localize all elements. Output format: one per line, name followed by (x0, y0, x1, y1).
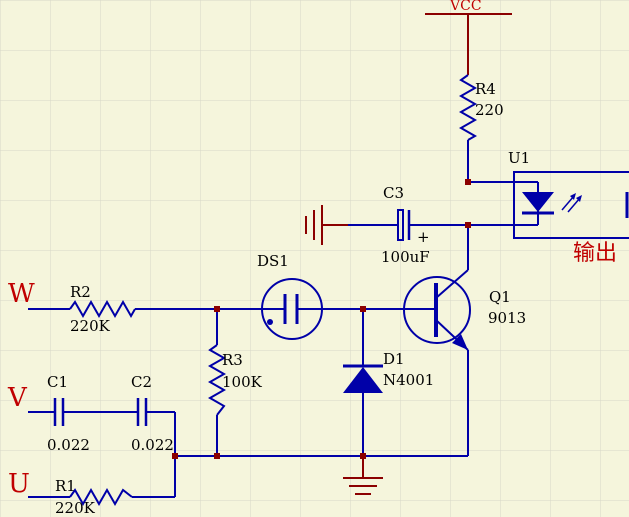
q1-ref-label: Q1 (489, 288, 511, 306)
discharge-lamp-ds1 (261, 278, 323, 340)
r2-ref-label: R2 (70, 283, 91, 301)
capacitor-c1 (53, 398, 65, 426)
input-label-u: U (8, 469, 30, 499)
resistor-r1 (69, 487, 133, 507)
r4-value-label: 220 (475, 101, 504, 119)
ground-symbol-left (305, 205, 323, 245)
d1-ref-label: D1 (383, 350, 405, 368)
capacitor-c2 (136, 398, 148, 426)
resistor-r2 (69, 299, 136, 319)
power-wires (322, 13, 512, 478)
r2-value-label: 220K (70, 317, 111, 335)
u1-output-label: 输出 (573, 241, 617, 266)
ds1-ref-label: DS1 (257, 252, 289, 270)
u1-ref-label: U1 (508, 149, 530, 167)
c1-ref-label: C1 (47, 373, 68, 391)
wires (28, 140, 515, 498)
q1-value-label: 9013 (488, 309, 526, 327)
c2-value-label: 0.022 (131, 436, 174, 454)
capacitor-c3 (397, 209, 411, 241)
input-label-w: W (8, 279, 35, 309)
r4-ref-label: R4 (475, 80, 496, 98)
c1-value-label: 0.022 (47, 436, 90, 454)
input-label-v: V (7, 383, 28, 413)
diode-d1 (343, 364, 383, 393)
r3-ref-label: R3 (222, 351, 243, 369)
r1-ref-label: R1 (55, 477, 76, 495)
vcc-label: VCC (449, 0, 482, 14)
junction-dots (172, 179, 471, 459)
optocoupler-u1 (513, 171, 629, 239)
d1-value-label: N4001 (383, 371, 434, 389)
r3-value-label: 100K (222, 373, 263, 391)
resistor-r3 (207, 344, 227, 416)
transistor-q1 (403, 269, 471, 351)
resistor-r4 (458, 74, 478, 141)
c3-ref-label: C3 (383, 184, 404, 202)
ground-symbol-bottom (343, 477, 383, 495)
c3-polarity-mark: + (417, 228, 430, 246)
r1-value-label: 220K (55, 499, 96, 517)
c3-value-label: 100uF (381, 248, 430, 266)
c2-ref-label: C2 (131, 373, 152, 391)
